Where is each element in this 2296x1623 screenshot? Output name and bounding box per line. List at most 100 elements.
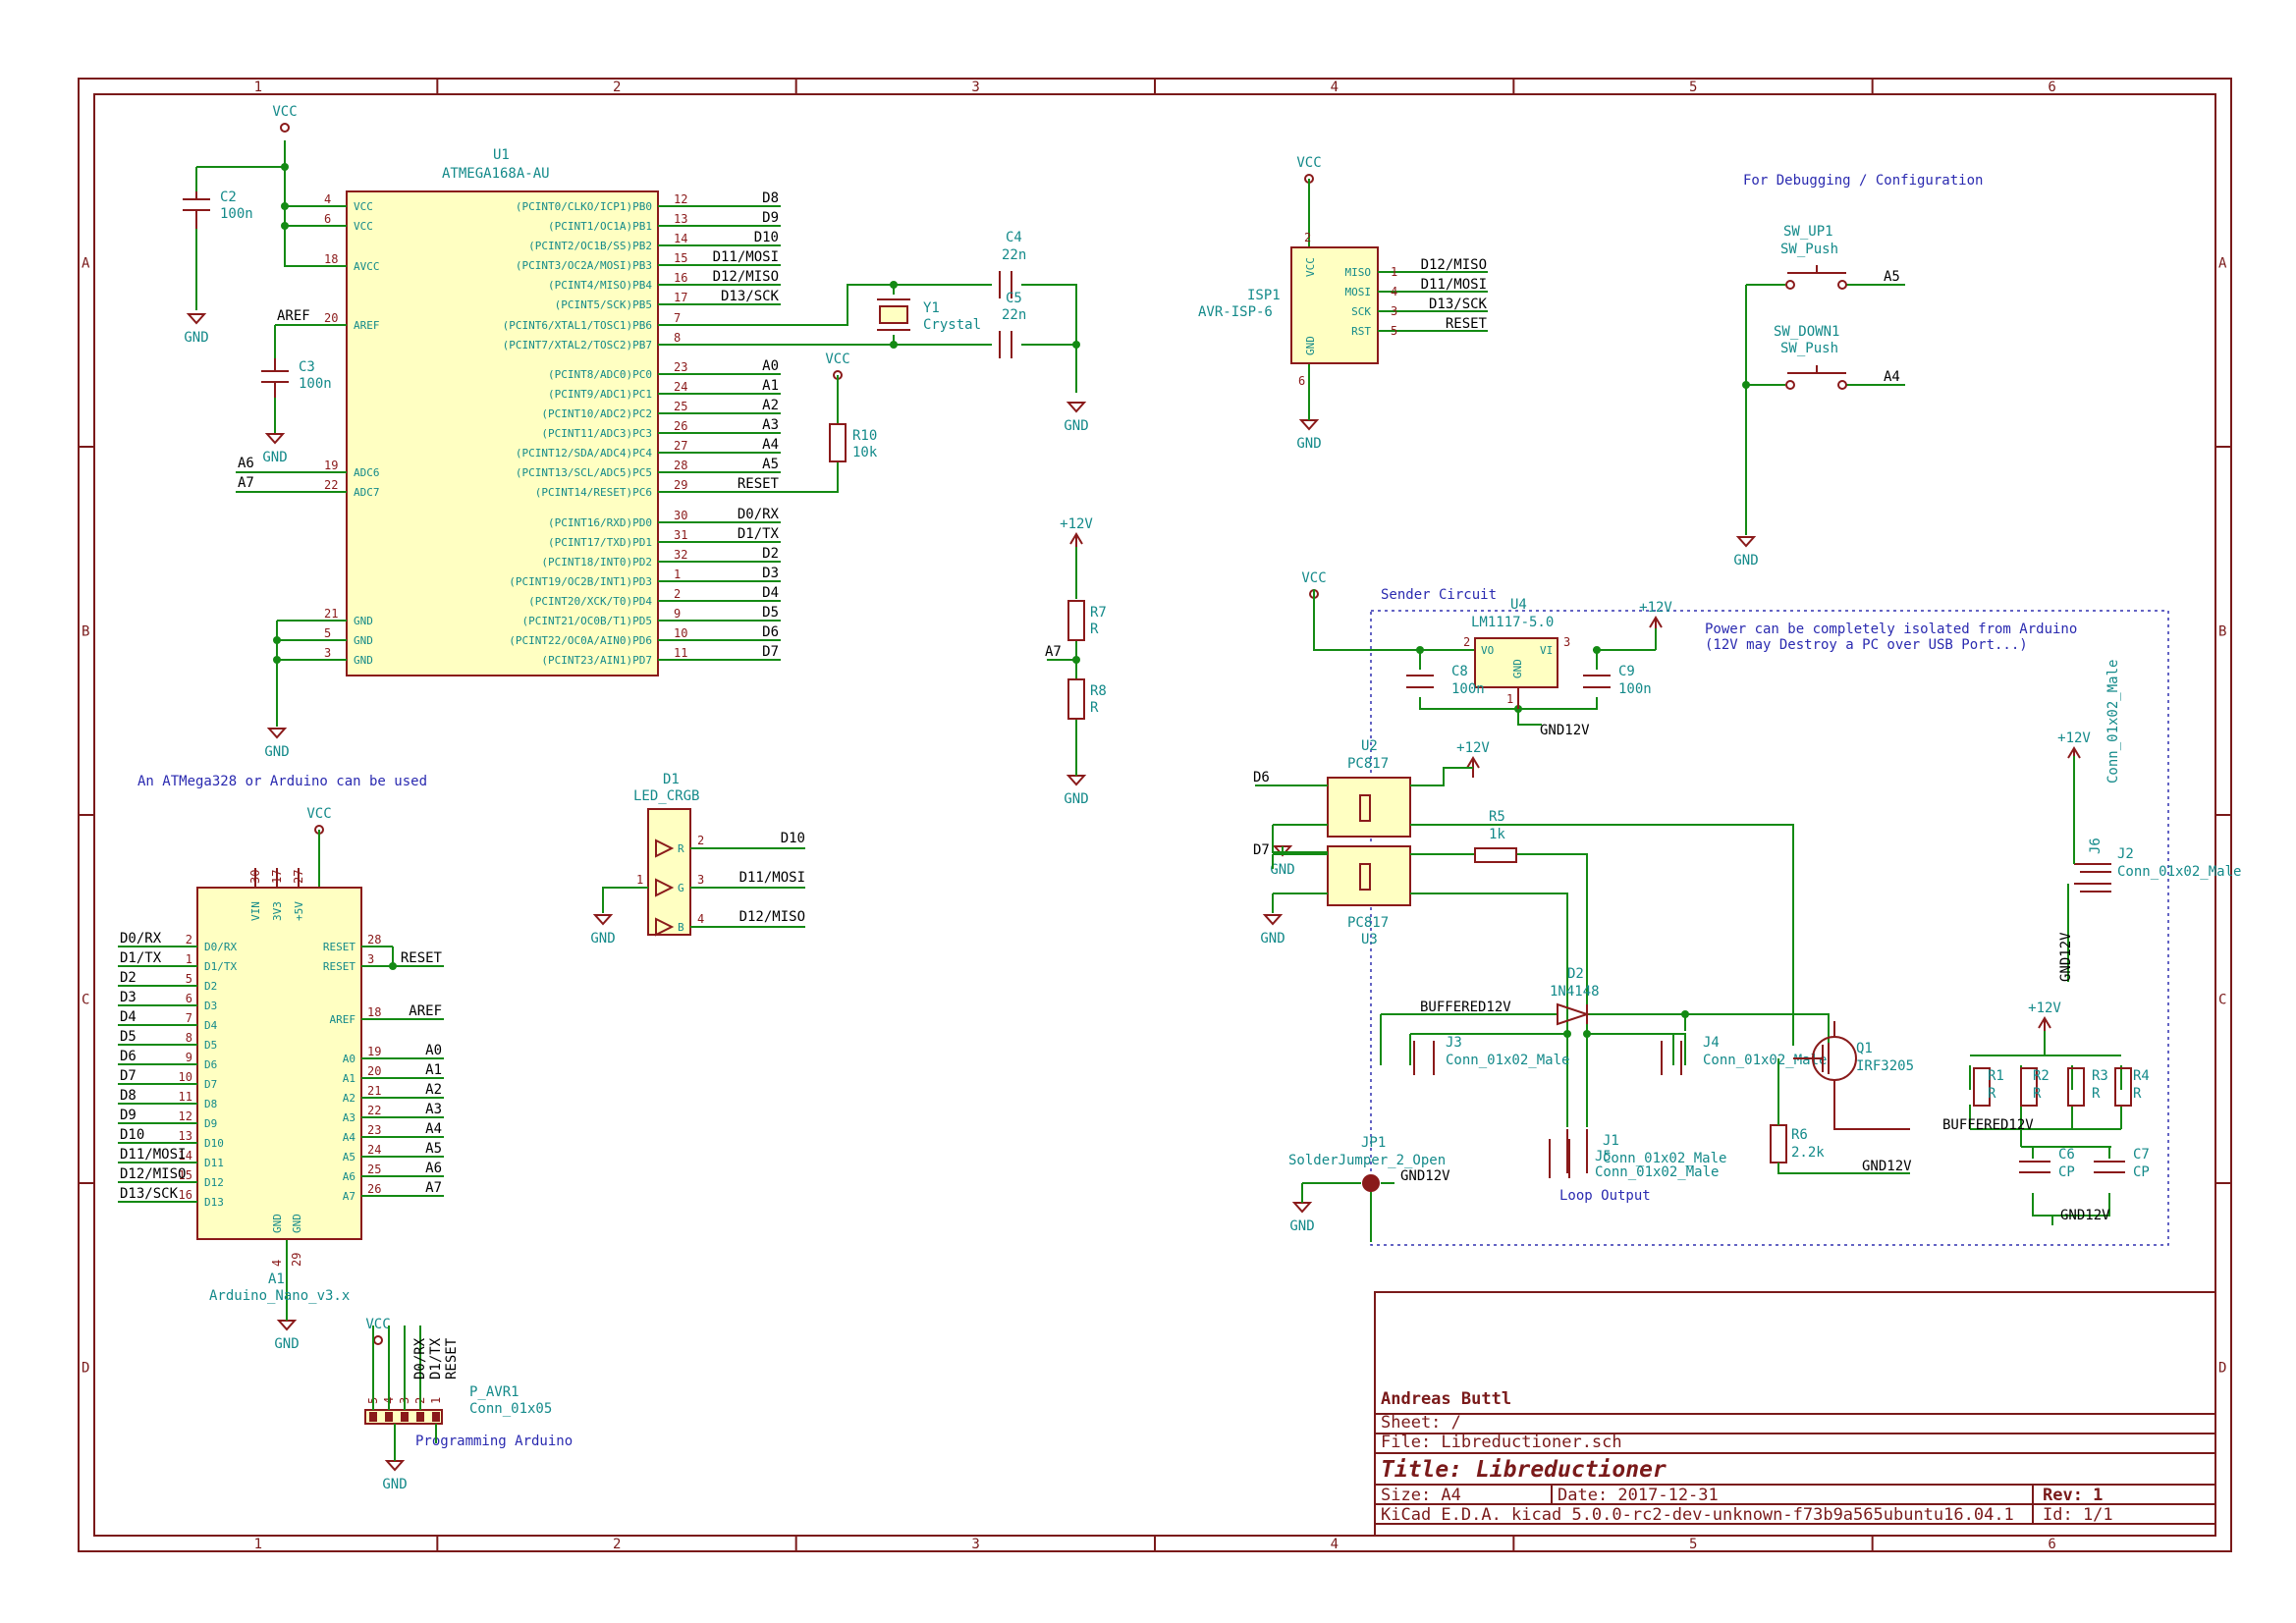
r5-resistor[interactable] <box>1474 847 1517 863</box>
a1-net-label: A2 <box>425 1082 442 1098</box>
a1-ref: A1 <box>268 1271 285 1287</box>
d1-led-rgb[interactable] <box>602 808 805 936</box>
c4-capacitor[interactable] <box>999 271 1012 298</box>
u1-pin-number: 20 <box>324 311 338 325</box>
u4-lm1117[interactable] <box>1474 637 1558 709</box>
j4-connector[interactable] <box>1661 1041 1682 1075</box>
r10-resistor[interactable] <box>727 385 847 493</box>
jp1-gnd-symbol <box>1291 1202 1313 1214</box>
r6-resistor[interactable] <box>1770 1124 1787 1163</box>
u1-net-label: A0 <box>762 358 779 374</box>
u3-pc817[interactable] <box>1327 845 1411 906</box>
a1-pin-name: D13 <box>204 1196 224 1209</box>
c9-value: 100n <box>1618 681 1652 697</box>
frame-row-label: C <box>2218 993 2226 1008</box>
isp1-pin-name: MOSI <box>1345 286 1372 298</box>
r1-resistor[interactable] <box>1973 1067 1991 1107</box>
a1-net-label: A0 <box>425 1043 442 1058</box>
u4-12v-label: +12V <box>1639 600 1672 616</box>
tb-tool: KiCad E.D.A. kicad 5.0.0-rc2-dev-unknown… <box>1381 1505 2014 1525</box>
y1-crystal[interactable] <box>877 298 910 331</box>
sw-down1-value: SW_Push <box>1780 341 1838 356</box>
j5-connector[interactable] <box>1549 1139 1570 1178</box>
c5-capacitor[interactable] <box>999 331 1012 358</box>
u1-pin-name: (PCINT14/RESET)PC6 <box>535 486 652 499</box>
j4-value: Conn_01x02_Male <box>1703 1053 1827 1068</box>
a1-pin-number: 15 <box>179 1168 192 1182</box>
y1-ref: Y1 <box>923 300 940 316</box>
p-avr1-pin-number: 1 <box>429 1397 443 1404</box>
c8-ref: C8 <box>1451 664 1468 679</box>
p-avr1-net-label: RESET <box>444 1337 460 1380</box>
a1-pin-name: D8 <box>204 1098 217 1110</box>
u4-pin3: 3 <box>1563 635 1570 649</box>
u1-net-label: D11/MOSI <box>713 249 779 265</box>
buffered12v-net-1: BUFFERED12V <box>1420 1000 1511 1015</box>
c3-gnd-symbol <box>264 433 286 445</box>
q1-irf3205[interactable] <box>1793 1021 1910 1130</box>
j2-connector[interactable] <box>2074 863 2111 893</box>
u1-atmega[interactable]: U1 ATMEGA168A-AU VCC4VCC6AVCC18AREF20ADC… <box>324 147 781 676</box>
d2-1n4148[interactable] <box>1557 1002 1591 1026</box>
a1-net-label: D11/MOSI <box>120 1147 186 1163</box>
divider-12v-label: +12V <box>1060 516 1093 532</box>
d1-net-label: D11/MOSI <box>739 870 805 886</box>
c7-capacitor[interactable] <box>2094 1161 2125 1173</box>
frame-row-label: A <box>2218 256 2227 272</box>
d1-value: LED_CRGB <box>633 788 699 804</box>
a1-pin-number: 8 <box>186 1031 192 1045</box>
u1-pin-name: (PCINT3/OC2A/MOSI)PB3 <box>516 259 652 272</box>
d1-pin-number: 4 <box>697 912 704 926</box>
d1-pin-number: 3 <box>697 873 704 887</box>
u2-pc817[interactable] <box>1327 777 1411 838</box>
a1-reset-junction <box>389 962 397 970</box>
r1-r4-wires <box>1969 1031 2122 1225</box>
u1-pin-name: (PCINT16/RXD)PD0 <box>548 516 652 529</box>
p-avr1-pin <box>369 1412 377 1422</box>
a1-pin-number: 25 <box>367 1163 381 1176</box>
frame-col-label: 6 <box>2048 80 2055 95</box>
frame-col-label: 5 <box>1689 80 1697 95</box>
r3-resistor[interactable] <box>2067 1067 2085 1107</box>
u4-value: LM1117-5.0 <box>1471 615 1554 630</box>
note-power-2: (12V may Destroy a PC over USB Port...) <box>1705 637 2028 653</box>
r8-resistor[interactable] <box>1067 678 1085 720</box>
c8-capacitor[interactable] <box>1406 675 1434 688</box>
j1-connector[interactable] <box>1566 1129 1588 1173</box>
u1-net-label: A2 <box>762 398 779 413</box>
isp1-pin-name: RST <box>1351 325 1371 338</box>
u1-net-label: D3 <box>762 566 779 581</box>
a1-pin-name: D5 <box>204 1039 217 1052</box>
p-avr1-net-label: D1/TX <box>428 1337 444 1380</box>
c6-capacitor[interactable] <box>2019 1161 2050 1173</box>
r8-ref: R8 <box>1090 683 1107 699</box>
a1-pin-number: 16 <box>179 1188 192 1202</box>
u1-pin-number: 29 <box>674 478 687 492</box>
c2-capacitor[interactable] <box>183 191 210 229</box>
r7-resistor[interactable] <box>1067 600 1085 641</box>
r6-ref: R6 <box>1791 1127 1808 1143</box>
c8-value: 100n <box>1451 681 1485 697</box>
j3-connector[interactable] <box>1413 1041 1435 1075</box>
r7-ref: R7 <box>1090 605 1107 621</box>
r3-ref: R3 <box>2092 1068 2108 1084</box>
r4-resistor[interactable] <box>2114 1067 2132 1107</box>
c3-capacitor[interactable] <box>261 358 289 398</box>
sw-up1[interactable] <box>1785 265 1847 290</box>
switch-gnd-label: GND <box>1733 553 1758 568</box>
a1-arduino-nano[interactable]: VIN303V317+5V27GND4GND29D0/RX2D0/RXD1/TX… <box>118 868 444 1267</box>
a1-pin-number: 7 <box>186 1011 192 1025</box>
c9-capacitor[interactable] <box>1583 675 1611 688</box>
sw-up1-net: A5 <box>1884 269 1900 285</box>
sw-down1[interactable] <box>1785 365 1847 390</box>
u1-pin-number: 30 <box>674 509 687 522</box>
u1-net-label: D6 <box>762 624 779 640</box>
jp1-solder-jumper[interactable] <box>1301 1174 1394 1242</box>
u1-pin-number: 13 <box>674 212 687 226</box>
u1-pin-name: (PCINT4/MISO)PB4 <box>548 279 652 292</box>
r2-resistor[interactable] <box>2020 1067 2038 1107</box>
u1-pin-number: 32 <box>674 548 687 562</box>
u1-pin-number: 6 <box>324 212 331 226</box>
